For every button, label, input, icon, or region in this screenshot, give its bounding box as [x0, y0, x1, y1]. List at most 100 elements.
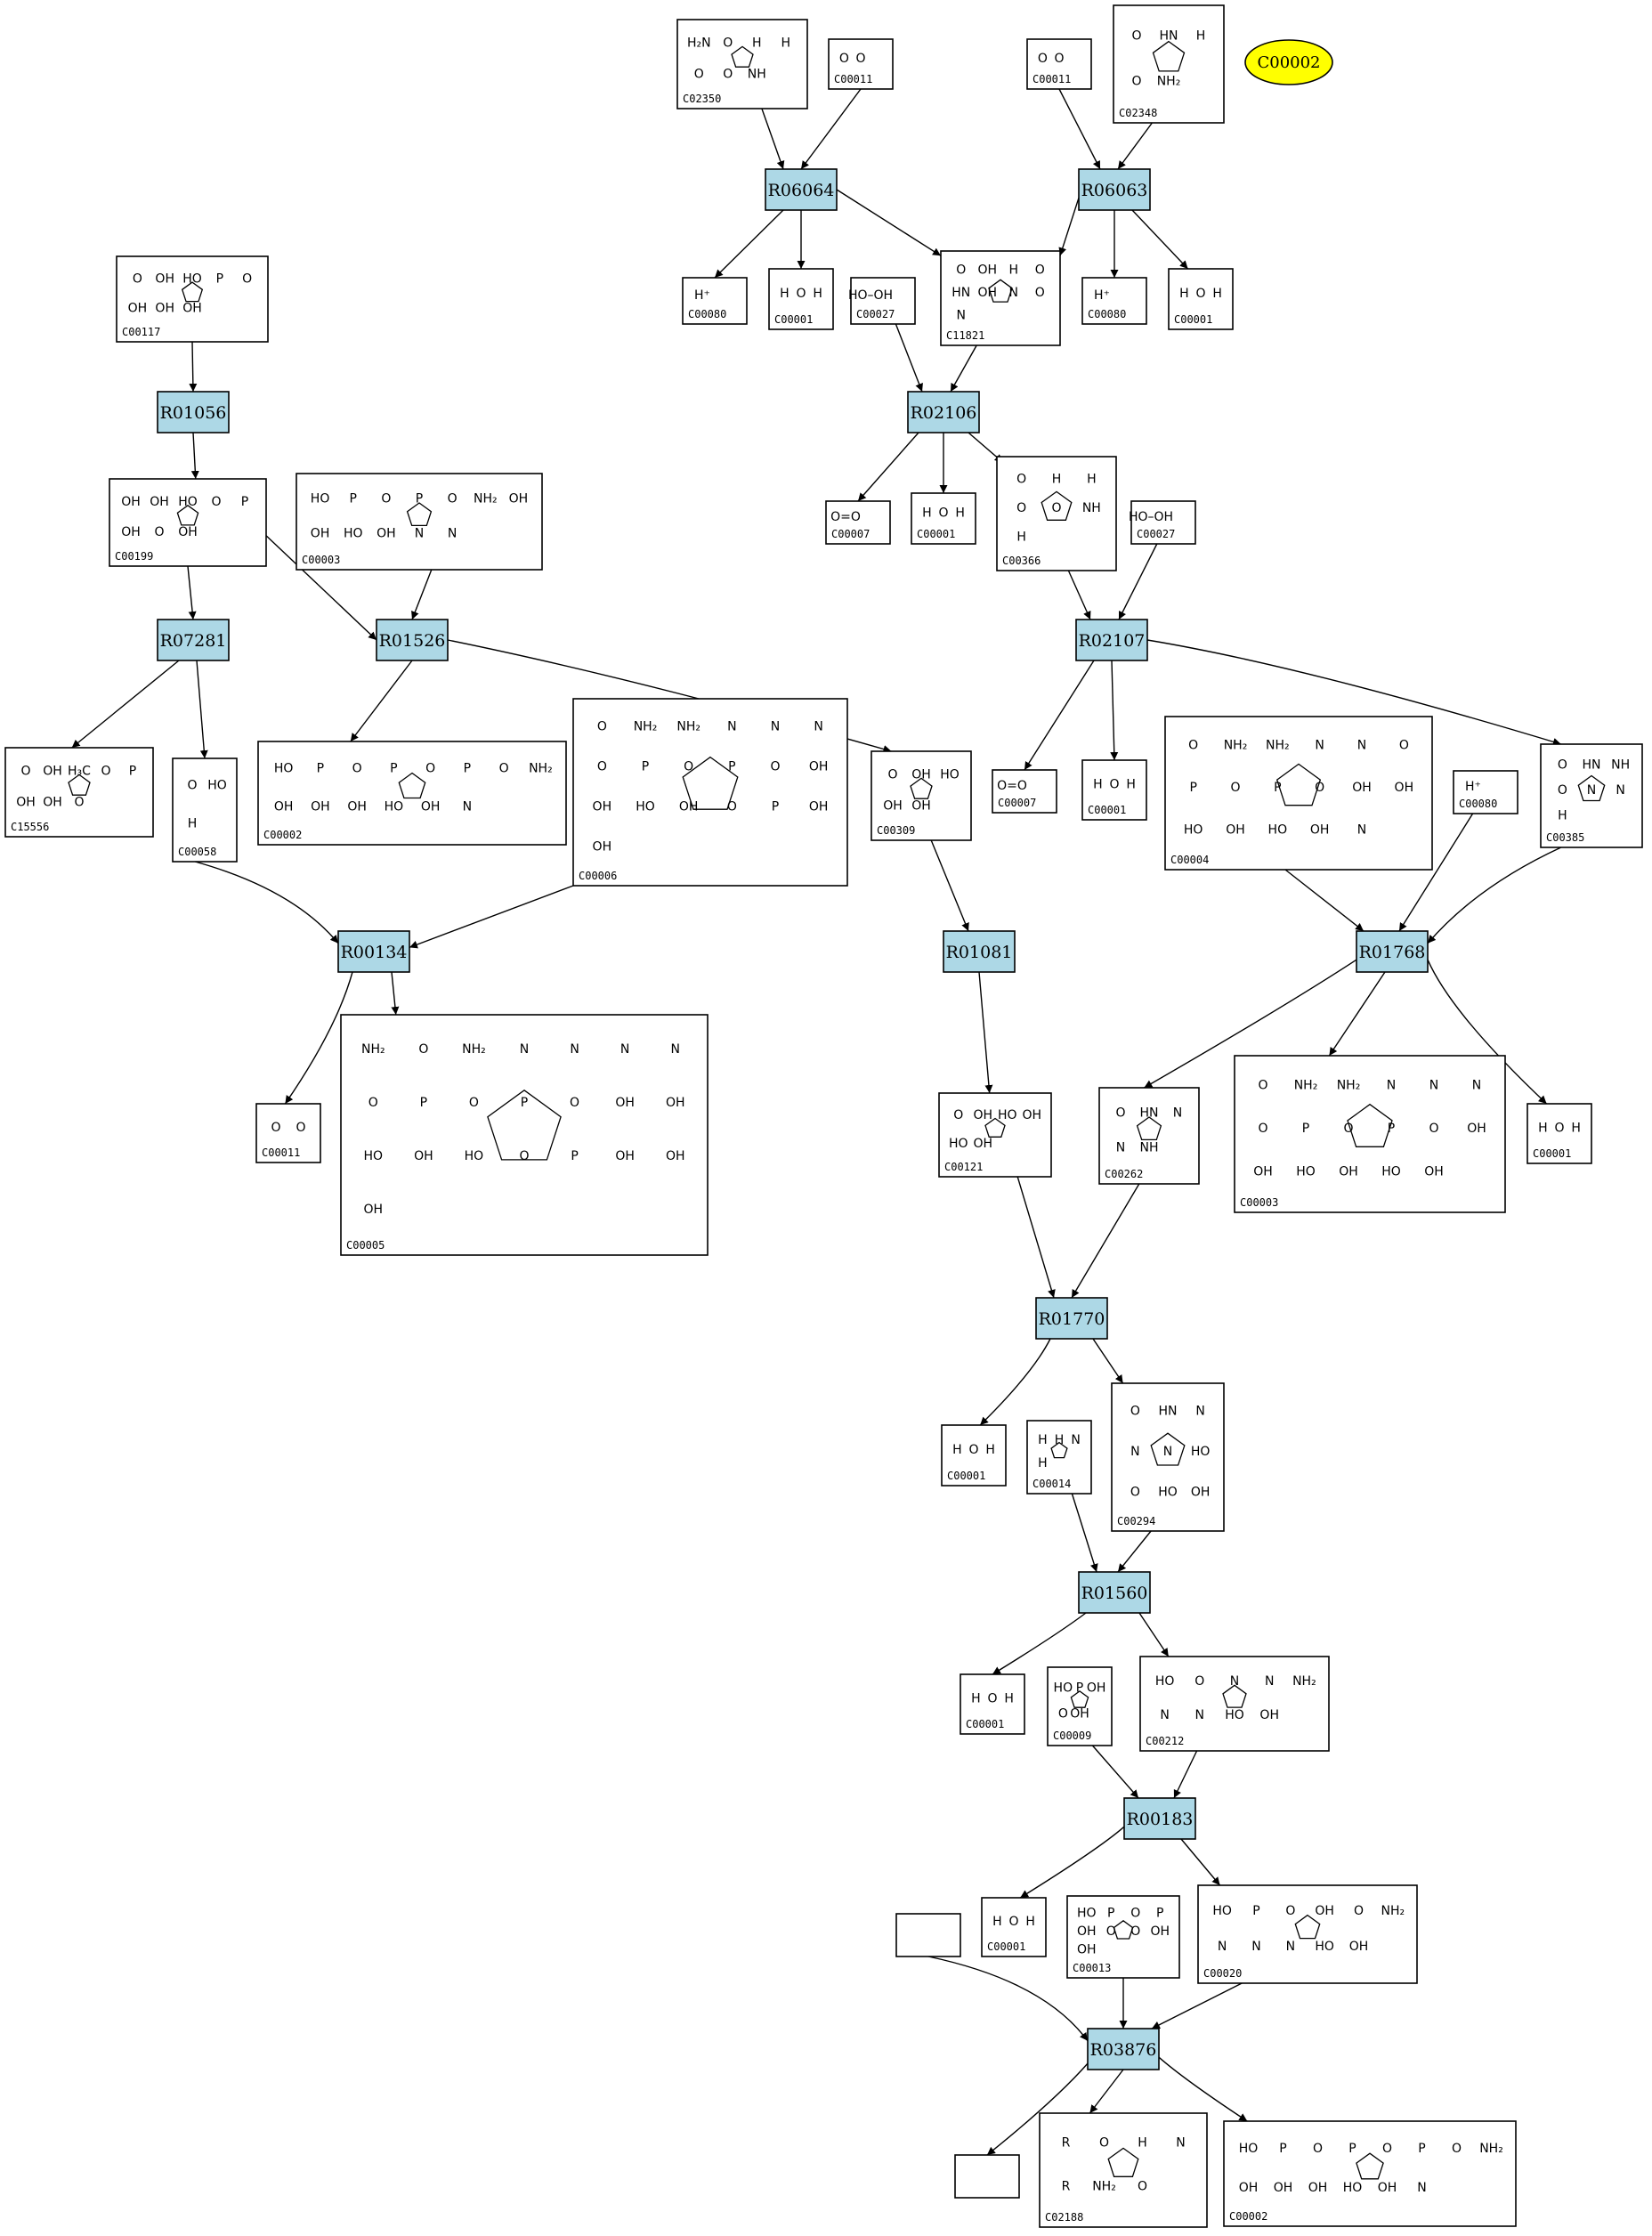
reaction-box[interactable]	[157, 391, 230, 433]
reaction-box[interactable]	[157, 619, 230, 661]
compound-box[interactable]	[940, 250, 1061, 346]
compound-box[interactable]	[911, 492, 976, 545]
reaction-box[interactable]	[1078, 1571, 1151, 1614]
compound-box[interactable]	[850, 277, 916, 325]
compound-box[interactable]	[572, 698, 848, 887]
empty-compound-node[interactable]	[895, 1913, 961, 1957]
compound-box[interactable]	[172, 757, 238, 863]
reaction-box[interactable]	[907, 391, 980, 433]
reaction-node-r02107[interactable]: R02107	[1075, 619, 1148, 661]
reaction-box[interactable]	[1356, 930, 1429, 973]
compound-box[interactable]	[1066, 1895, 1180, 1979]
reaction-node-r01560[interactable]: R01560	[1078, 1571, 1151, 1614]
compound-box[interactable]	[960, 1673, 1025, 1735]
compound-box[interactable]	[871, 750, 972, 841]
compound-box[interactable]	[1234, 1055, 1506, 1213]
compound-box[interactable]	[996, 456, 1117, 571]
compound-node-c00080[interactable]: H⁺C00080	[1081, 277, 1147, 325]
reaction-node-r06064[interactable]: R06064	[765, 168, 838, 211]
reaction-node-r00134[interactable]: R00134	[337, 930, 410, 973]
reaction-node-r07281[interactable]: R07281	[157, 619, 230, 661]
reaction-box[interactable]	[1087, 2028, 1160, 2070]
compound-box[interactable]	[1540, 743, 1643, 848]
compound-box[interactable]	[1098, 1087, 1200, 1185]
compound-box[interactable]	[1168, 268, 1234, 330]
compound-box[interactable]	[941, 1424, 1007, 1487]
compound-box[interactable]	[992, 769, 1057, 814]
empty-compound-node[interactable]	[954, 2154, 1020, 2199]
reaction-node-r01081[interactable]: R01081	[943, 930, 1016, 973]
reaction-box[interactable]	[1035, 1297, 1108, 1340]
reaction-box[interactable]	[943, 930, 1016, 973]
reaction-node-r01056[interactable]: R01056	[157, 391, 230, 433]
compound-box[interactable]	[1453, 770, 1518, 814]
compound-box[interactable]	[1113, 4, 1225, 124]
compound-box[interactable]	[1039, 2112, 1208, 2228]
reaction-node-r03876[interactable]: R03876	[1087, 2028, 1160, 2070]
compound-box[interactable]	[1047, 1666, 1113, 1746]
reaction-box[interactable]	[1123, 1797, 1196, 1840]
compound-box[interactable]	[296, 473, 543, 571]
compound-box[interactable]	[340, 1014, 709, 1256]
reaction-node-r00183[interactable]: R00183	[1123, 1797, 1196, 1840]
compound-box[interactable]	[1081, 277, 1147, 325]
compound-box[interactable]	[1081, 759, 1147, 821]
compound-box[interactable]	[255, 1103, 321, 1163]
compound-box[interactable]	[981, 1897, 1047, 1957]
compound-box[interactable]	[768, 268, 834, 330]
reaction-node-r01526[interactable]: R01526	[376, 619, 449, 661]
compound-box[interactable]	[682, 277, 748, 325]
reaction-box[interactable]	[765, 168, 838, 211]
compound-box[interactable]	[1111, 1382, 1225, 1532]
compound-box[interactable]	[1026, 38, 1092, 90]
reaction-box[interactable]	[337, 930, 410, 973]
compound-box[interactable]	[116, 255, 269, 343]
compound-box[interactable]	[938, 1092, 1052, 1178]
compound-box[interactable]	[1223, 2120, 1517, 2227]
highlight-compound-c00002[interactable]: C00002	[1244, 39, 1333, 85]
reaction-node-r06063[interactable]: R06063	[1078, 168, 1151, 211]
reaction-box[interactable]	[1078, 168, 1151, 211]
compound-box[interactable]	[4, 747, 154, 838]
highlight-ellipse[interactable]	[1244, 39, 1333, 85]
reaction-box[interactable]	[1075, 619, 1148, 661]
